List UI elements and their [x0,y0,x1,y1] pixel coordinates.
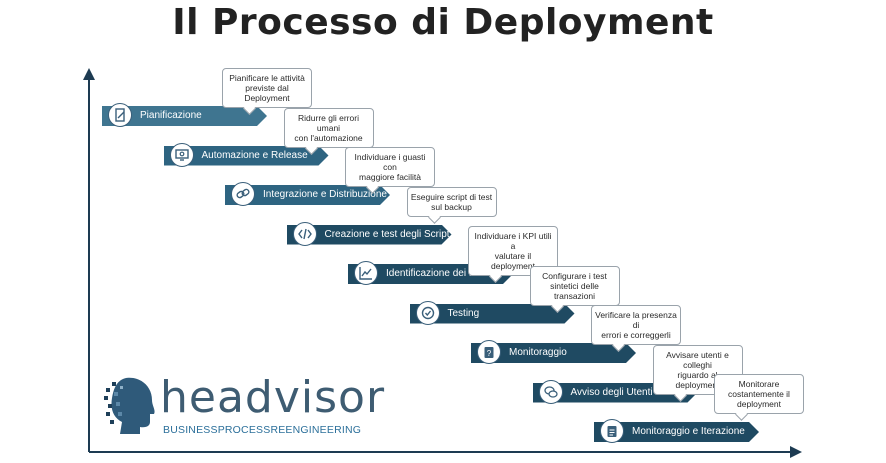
process-step: Monitoraggio? [471,340,636,364]
step-label: Monitoraggio e Iterazione [632,426,745,437]
step-label: Automazione e Release [201,149,308,161]
y-axis-arrow [83,68,95,80]
step-banner: Automazione e Release [164,146,329,166]
headvisor-logo-icon [104,377,155,434]
process-step: Testing [410,300,575,325]
clipboard-list-icon [600,419,624,443]
process-step: Integrazione e Distribuzione [225,182,390,206]
chart-line-icon [354,261,378,285]
check-circle-icon [415,300,440,325]
step-banner: Monitoraggio e Iterazione [594,422,759,442]
step-callout: Verificare la presenza di errori e corre… [591,305,681,345]
step-label: Pianificazione [140,110,202,121]
process-step: Creazione e test degli Script [287,221,452,246]
x-axis-arrow [790,446,802,458]
link-icon [231,182,255,206]
step-banner: Integrazione e Distribuzione [225,185,390,205]
step-callout: Ridurre gli errori umani con l'automazio… [283,107,374,148]
process-step: Pianificazione [102,103,267,127]
step-callout: Eseguire script di test sul backup [406,186,497,217]
step-callout: Individuare i KPI utili a valutare il de… [468,226,558,276]
step-banner: Creazione e test degli Script [287,225,452,245]
step-banner: Monitoraggio [471,343,636,363]
step-label: Monitoraggio [509,347,567,358]
step-callout: Monitorare costantemente il deployment [714,374,804,414]
clipboard-question-icon: ? [477,340,501,364]
step-label: Testing [447,307,480,319]
code-icon [292,221,317,246]
document-pen-icon [108,103,132,127]
step-banner: Pianificazione [102,106,267,126]
process-step: Automazione e Release [164,142,329,167]
brand-name: headvisor [160,372,386,423]
step-label: Creazione e test degli Script [324,228,450,240]
chat-bubbles-icon [538,379,563,404]
step-callout: Individuare i guasti con maggiore facili… [345,147,435,187]
process-step: Monitoraggio e Iterazione [594,419,759,443]
step-callout: Configurare i test sintetici delle trans… [529,265,620,306]
svg-text:?: ? [487,349,492,358]
step-label: Integrazione e Distribuzione [263,189,387,200]
brand-tagline: BUSINESSPROCESSREENGINEERING [163,424,362,436]
monitor-gear-icon [169,142,194,167]
step-banner: Testing [410,304,575,324]
step-label: Avviso degli Utenti [570,386,653,398]
step-callout: Pianificare le attività previste dal Dep… [222,68,312,108]
step-label: Identificazione dei KPI [386,268,485,279]
page-title: Il Processo di Deployment [172,2,714,43]
